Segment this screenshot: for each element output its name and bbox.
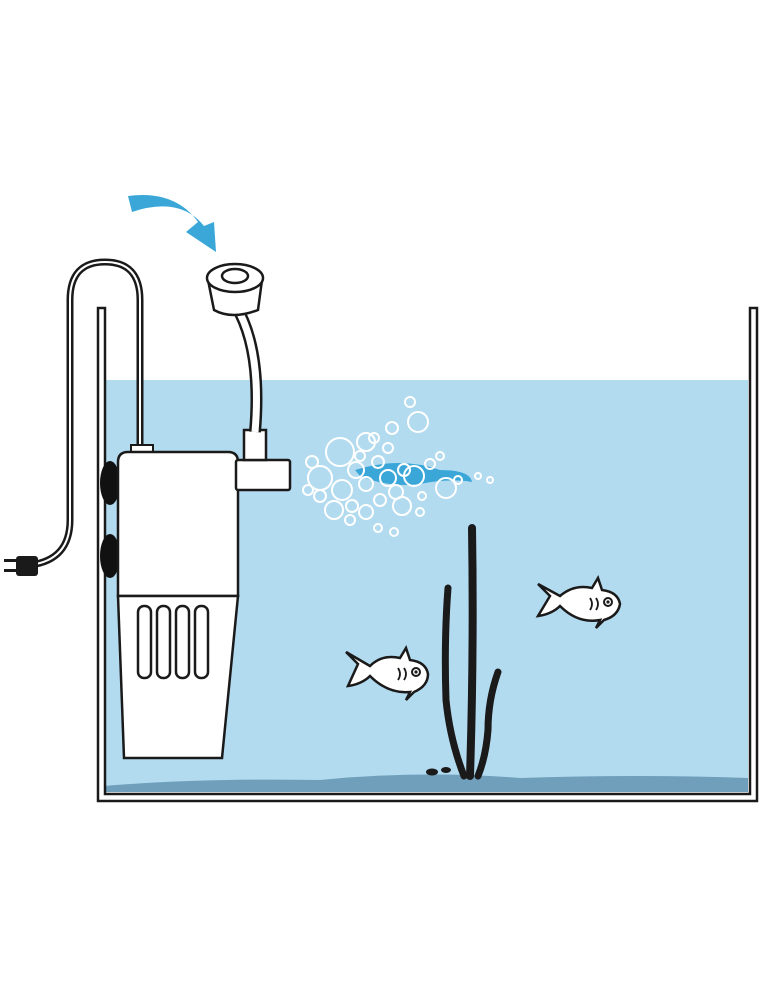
bubble xyxy=(313,489,327,503)
bubble xyxy=(382,442,394,454)
bubble xyxy=(347,461,365,479)
substrate xyxy=(104,774,748,792)
bubble xyxy=(403,465,425,487)
nozzle-icon xyxy=(205,262,265,317)
bubble xyxy=(424,458,436,470)
flex-tube xyxy=(230,302,263,433)
bubble xyxy=(358,476,374,492)
bubble xyxy=(305,455,319,469)
bubble xyxy=(453,475,463,485)
bubble xyxy=(354,450,366,462)
bubble xyxy=(324,500,344,520)
bubble xyxy=(392,496,412,516)
fish-icon-lower xyxy=(345,645,430,701)
plug-icon xyxy=(4,556,38,576)
bubble xyxy=(358,504,374,520)
power-cable-inner xyxy=(29,260,141,566)
bubble xyxy=(474,472,482,480)
fish-icon-upper xyxy=(535,575,622,629)
filter-unit xyxy=(116,450,292,760)
bubble xyxy=(368,432,380,444)
bubble xyxy=(486,476,494,484)
bubble xyxy=(371,455,385,469)
curved-arrow-icon xyxy=(128,195,216,252)
bubble xyxy=(435,451,445,461)
bubble xyxy=(407,411,429,433)
bubble xyxy=(302,484,314,496)
suction-cup-bottom xyxy=(100,534,120,578)
intake-slots xyxy=(136,604,210,680)
suction-cup-top xyxy=(100,461,120,505)
bubble xyxy=(415,507,425,517)
bubble xyxy=(435,477,457,499)
bubble xyxy=(404,396,416,408)
bubbles-icon xyxy=(302,396,494,537)
bubble xyxy=(379,469,397,487)
bubble xyxy=(331,479,353,501)
bubble xyxy=(344,514,356,526)
bubble xyxy=(385,421,399,435)
plant-icon xyxy=(426,524,502,780)
bubble xyxy=(373,493,387,507)
bubble xyxy=(373,523,383,533)
outlet-connector xyxy=(242,428,268,462)
bubble xyxy=(389,527,399,537)
bubble xyxy=(345,499,359,513)
bubble xyxy=(417,491,427,501)
bubble xyxy=(325,437,355,467)
